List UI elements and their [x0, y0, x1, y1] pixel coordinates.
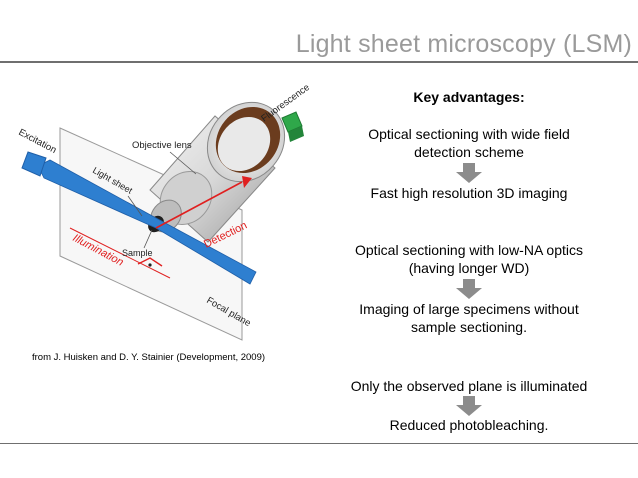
excitation-source: [21, 151, 47, 177]
advantage-line: Optical sectioning with wide field: [368, 126, 570, 142]
title-divider: [0, 61, 638, 63]
label-objective-lens: Objective lens: [132, 140, 192, 151]
objective-lens: [148, 101, 286, 243]
light-sheet-diagram: Excitation Fluorescence Objective lens L…: [17, 82, 312, 341]
advantage-line: detection scheme: [414, 144, 524, 160]
detection-arrow: [155, 176, 252, 229]
down-arrow-icon: [456, 163, 482, 183]
label-excitation: Excitation: [17, 127, 59, 156]
illumination-line: [69, 227, 171, 279]
down-arrow-icon: [456, 396, 482, 416]
bottom-divider: [0, 443, 638, 444]
advantage-line: Imaging of large specimens without: [359, 301, 579, 317]
advantage-line: Reduced photobleaching.: [389, 417, 549, 433]
light-sheet-beam: [37, 159, 257, 285]
advantage-line: sample sectioning.: [411, 319, 527, 335]
down-arrow-icon: [456, 279, 482, 299]
advantages-heading: Key advantages:: [413, 89, 525, 105]
right-angle-marker: [137, 257, 163, 267]
advantage-line: Only the observed plane is illuminated: [350, 378, 588, 394]
advantage-line: Fast high resolution 3D imaging: [370, 185, 568, 201]
label-sample: Sample: [122, 248, 153, 258]
slide-title: Light sheet microscopy (LSM): [295, 30, 632, 58]
advantage-line: Optical sectioning with low-NA optics: [355, 242, 583, 258]
fluorescence-emitter: [281, 111, 304, 142]
figure-caption: from J. Huisken and D. Y. Stainier (Deve…: [32, 352, 266, 363]
advantage-line: (having longer WD): [408, 260, 530, 276]
